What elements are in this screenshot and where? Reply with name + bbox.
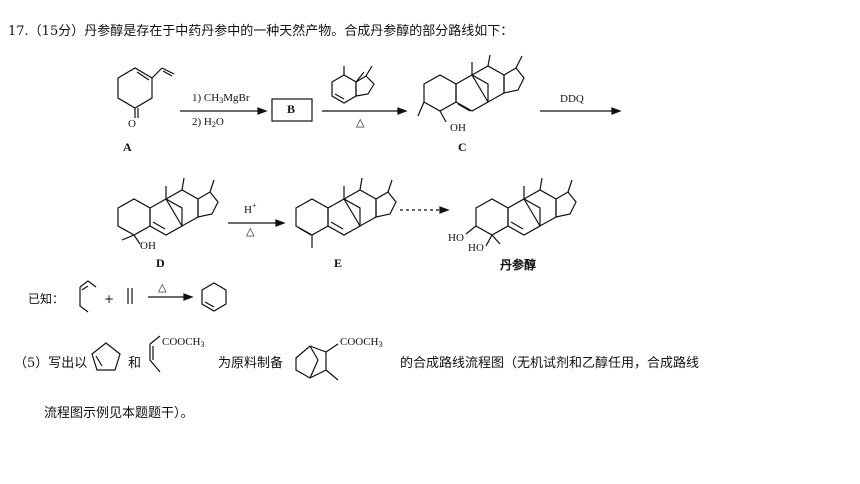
compound-d-label: D [156, 256, 165, 270]
compound-c-structure [417, 54, 525, 123]
compound-a-label: A [123, 140, 132, 154]
part5-middle: 为原料制备 [218, 356, 284, 371]
bicyclic-target-structure [295, 343, 339, 381]
reagent-water: 2) H2O [192, 116, 224, 129]
ester-label-2: COOCH3 [340, 336, 383, 349]
part5-prefix: （5）写出以 [14, 356, 88, 371]
reagent-ddq: DDQ [560, 93, 584, 105]
compound-e-label: E [334, 256, 343, 270]
arrow-dashed [400, 206, 450, 214]
plus-sign: + [104, 292, 115, 306]
product-label: 丹参醇 [500, 258, 537, 272]
arrow-2 [322, 107, 408, 115]
known-reaction [79, 280, 227, 313]
product-ho-2: HO [468, 242, 484, 254]
reagent-acid: H+ [244, 201, 257, 216]
heat-symbol-3: △ [158, 282, 167, 294]
compound-a-oxygen: O [128, 118, 136, 130]
arrow-acid [228, 219, 286, 227]
part5-line2: 流程图示例见本题题干）。 [44, 406, 194, 421]
compound-d-oh: OH [140, 240, 156, 252]
part5-suffix: 的合成路线流程图（无机试剂和乙醇任用，合成路线 [400, 356, 700, 371]
compound-e-structure [295, 177, 397, 248]
heat-symbol-1: △ [356, 117, 365, 129]
product-structure [465, 177, 577, 247]
compound-c-label: C [458, 140, 467, 154]
arrow-ddq [540, 107, 622, 115]
known-label: 已知： [28, 292, 65, 306]
question-header: 17.（15分）丹参醇是存在于中药丹参中的一种天然产物。合成丹参醇的部分路线如下… [8, 24, 514, 39]
quinone-furan-reagent [331, 65, 375, 104]
compound-a-structure [117, 67, 175, 118]
compound-b-label: B [287, 102, 296, 116]
compound-d-structure [117, 177, 219, 245]
cyclopentene-structure [91, 342, 121, 371]
reagent-grignard: 1) CH3MgBr [192, 92, 250, 105]
ester-label-1: COOCH3 [162, 336, 205, 349]
part5-and: 和 [128, 356, 142, 371]
heat-symbol-2: △ [246, 226, 255, 238]
product-ho-1: HO [448, 232, 464, 244]
compound-c-oh: OH [450, 122, 466, 134]
arrow-1 [180, 107, 268, 115]
compound-b-box [271, 98, 313, 122]
methyl-crotonate-structure [149, 335, 161, 373]
